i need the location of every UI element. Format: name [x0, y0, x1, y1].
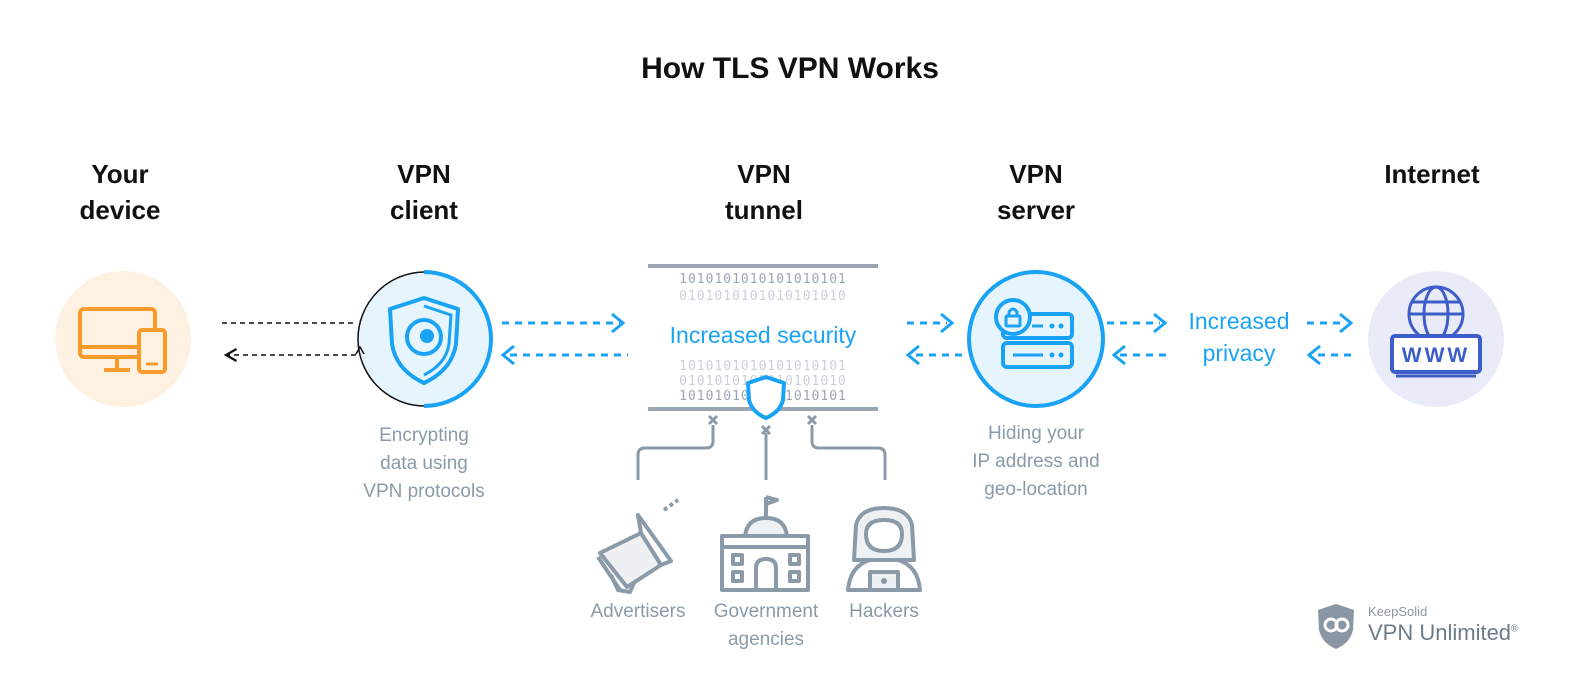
heading-internet: Internet: [1332, 156, 1532, 192]
client-caption: Encrypting data using VPN protocols: [324, 422, 524, 506]
government-building-icon: [720, 495, 810, 592]
caption-line: Encrypting: [379, 425, 469, 446]
heading-vpn-tunnel: VPN tunnel: [664, 156, 864, 228]
server-caption: Hiding your IP address and geo-location: [936, 420, 1136, 504]
dashed-arrows-privacy-internet: [1306, 312, 1356, 366]
threat-line: agencies: [727, 629, 805, 650]
vpn-tunnel: 1010101010101010101 0101010101010101010 …: [648, 264, 878, 420]
shield-icon: [746, 375, 786, 420]
brand-big: VPN Unlimited: [1368, 620, 1512, 645]
heading-line: Your: [91, 159, 149, 189]
caption-line: data using: [380, 453, 468, 474]
caption-line: IP address and: [972, 451, 1100, 472]
dashed-arrows-client-tunnel: [500, 312, 628, 366]
brand-small: KeepSolid: [1368, 604, 1428, 619]
binary-row: 1010101010101010101: [679, 359, 847, 374]
device-icon: [55, 271, 191, 407]
caption-line: Hiding your: [987, 423, 1085, 444]
heading-line: VPN: [737, 159, 791, 189]
threat-line: Government: [713, 601, 819, 622]
heading-line: client: [390, 195, 458, 225]
brand-name: VPN Unlimited®: [1368, 620, 1518, 646]
dashed-arrows-server-privacy: [1107, 312, 1168, 366]
caption-line: VPN protocols: [363, 481, 485, 502]
tunnel-label: Increased security: [670, 322, 857, 348]
privacy-line: Increased: [1188, 308, 1290, 334]
hacker-icon: [846, 506, 922, 592]
threat-label-hackers: Hackers: [824, 598, 944, 626]
threat-line: Hackers: [849, 601, 919, 622]
caption-line: geo-location: [984, 479, 1088, 500]
heading-line: VPN: [397, 159, 451, 189]
registered-mark: ®: [1511, 623, 1519, 635]
heading-vpn-client: VPN client: [324, 156, 524, 228]
heading-your-device: Your device: [20, 156, 220, 228]
www-label: WWW: [1402, 344, 1470, 367]
binary-row: 1010101010101010101: [679, 272, 847, 287]
privacy-line: privacy: [1202, 340, 1276, 366]
heading-vpn-server: VPN server: [936, 156, 1136, 228]
threat-line: Advertisers: [590, 601, 686, 622]
globe-www-icon: WWW: [1368, 271, 1504, 407]
threat-label-government: Government agencies: [691, 598, 841, 654]
heading-line: tunnel: [725, 195, 803, 225]
heading-line: server: [996, 195, 1076, 225]
dashed-arrows-tunnel-server: [905, 312, 966, 366]
megaphone-icon: [596, 498, 680, 594]
heading-line: VPN: [1009, 159, 1063, 189]
privacy-label: Increased privacy: [1159, 305, 1319, 369]
vpn-server-icon: [967, 270, 1105, 408]
heading-line: device: [79, 195, 161, 225]
diagram-title: How TLS VPN Works: [641, 52, 939, 85]
binary-row: 0101010101010101010: [679, 289, 847, 304]
threat-label-advertisers: Advertisers: [568, 598, 708, 626]
threat-connectors: [636, 414, 887, 480]
keepsolid-logo-icon: [1318, 604, 1354, 649]
vpn-client-icon: [355, 270, 493, 408]
heading-line: Internet: [1384, 159, 1480, 189]
